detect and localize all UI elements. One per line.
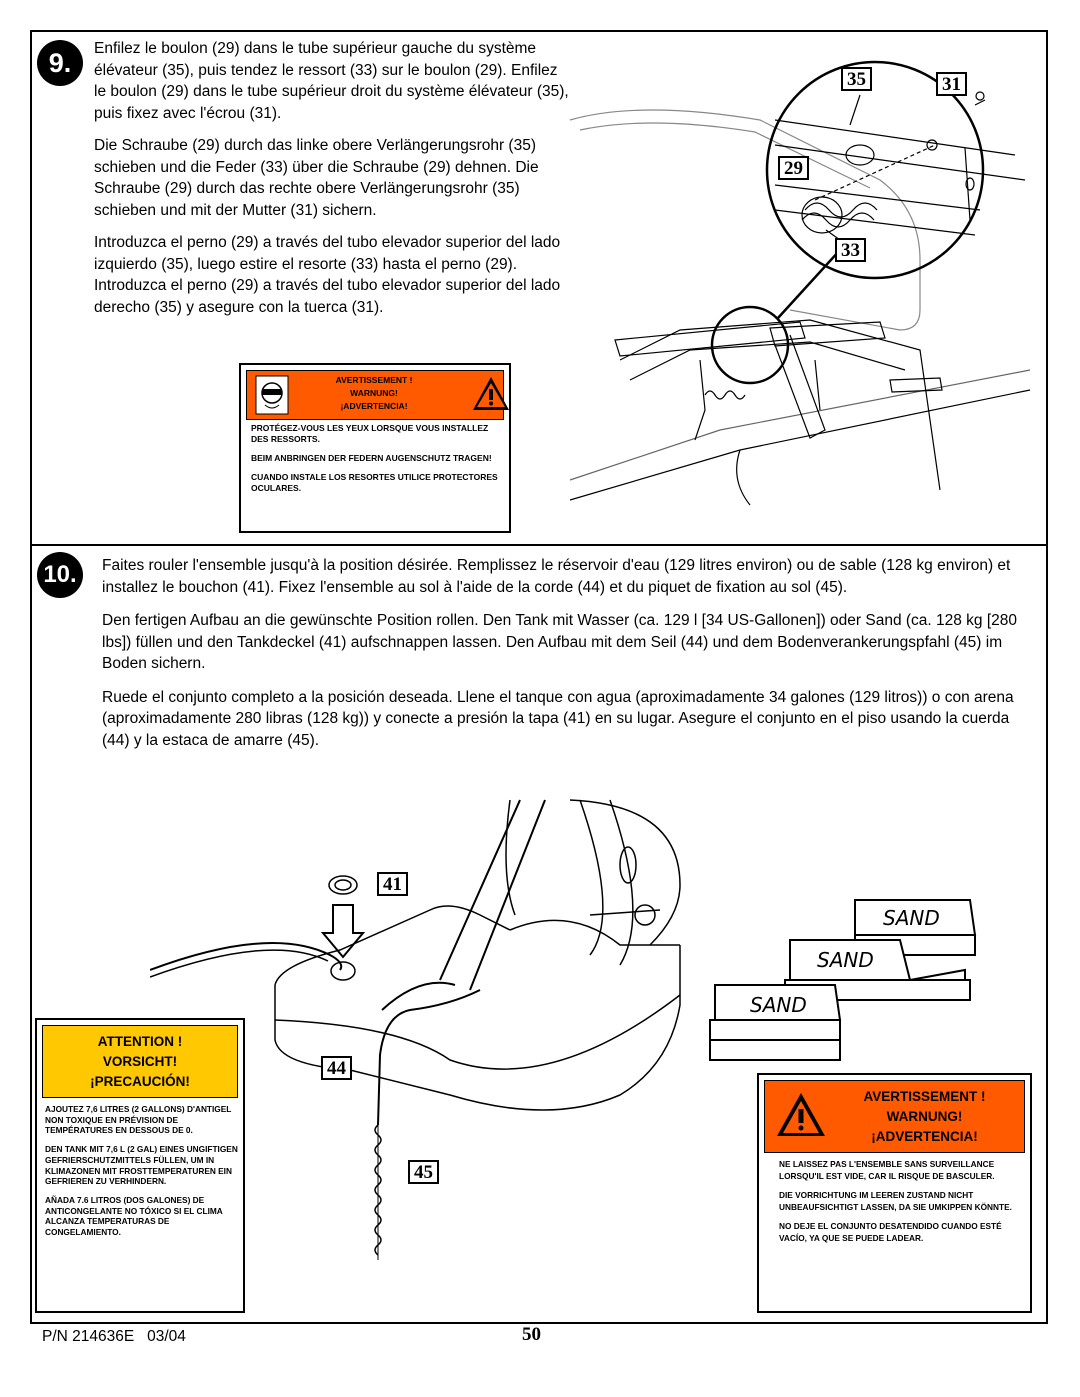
attention-body: AJOUTEZ 7,6 LITRES (2 GALLONS) D'ANTIGEL… (45, 1104, 240, 1246)
warning-text-es: NO DEJE EL CONJUNTO DESATENDIDO CUANDO E… (779, 1221, 1002, 1243)
warning-title-de: WARNUNG! (886, 1109, 963, 1124)
sand-label-2: SAND (817, 948, 874, 972)
attention-text-fr: AJOUTEZ 7,6 LITRES (2 GALLONS) D'ANTIGEL… (45, 1104, 232, 1136)
step-9-illustration (569, 60, 1031, 506)
step-10-text-fr: Faites rouler l'ensemble jusqu'à la posi… (102, 557, 1011, 596)
attention-title-es: ¡PRECAUCIÓN! (90, 1074, 190, 1089)
warning-text-es: CUANDO INSTALE LOS RESORTES UTILICE PROT… (251, 472, 498, 493)
warning-title-es: ¡ADVERTENCIA! (871, 1129, 978, 1144)
callout-44: 44 (321, 1056, 352, 1080)
callout-33: 33 (835, 238, 866, 262)
step-10-number: 10. (37, 552, 83, 598)
step-10-warning-label: AVERTISSEMENT ! WARNUNG! ¡ADVERTENCIA! N… (757, 1073, 1032, 1313)
warning-triangle-icon (777, 1093, 825, 1136)
attention-text-es: AÑADA 7.6 LITROS (DOS GALONES) DE ANTICO… (45, 1194, 223, 1238)
step-10-text-es: Ruede el conjunto completo a la posición… (102, 688, 1014, 749)
step-10-warning-header: AVERTISSEMENT ! WARNUNG! ¡ADVERTENCIA! (764, 1080, 1025, 1153)
sand-bags-illustration: SAND SAND SAND (709, 899, 977, 1061)
step-9-warning-label: AVERTISSEMENT ! WARNUNG! ¡ADVERTENCIA! P… (239, 363, 511, 533)
step-9-warning-header: AVERTISSEMENT ! WARNUNG! ¡ADVERTENCIA! (246, 370, 509, 420)
sand-label-1: SAND (883, 906, 940, 930)
callout-41: 41 (377, 872, 408, 896)
callout-45: 45 (408, 1160, 439, 1184)
step-divider (30, 544, 1048, 546)
page-frame (30, 30, 1048, 1324)
attention-label: ATTENTION ! VORSICHT! ¡PRECAUCIÓN! AJOUT… (35, 1018, 245, 1313)
step-10-illustration (150, 799, 681, 1260)
step-10-text-de: Den fertigen Aufbau an die gewünschte Po… (102, 612, 1018, 672)
attention-text-de: DEN TANK MIT 7,6 L (2 GAL) EINES UNGIFTI… (45, 1144, 238, 1187)
part-number: P/N 214636E 03/04 (42, 1328, 186, 1345)
step-9-text-es: Introduzca el perno (29) a través del tu… (94, 234, 561, 316)
warning-text-fr: PROTÉGEZ-VOUS LES YEUX LORSQUE VOUS INST… (251, 423, 489, 444)
warning-title-es: ¡ADVERTENCIA! (340, 401, 408, 411)
callout-35: 35 (841, 67, 872, 91)
eye-protection-icon (255, 375, 289, 415)
warning-title-fr: AVERTISSEMENT ! (335, 375, 413, 385)
attention-title-fr: ATTENTION ! (97, 1034, 183, 1049)
attention-title-de: VORSICHT! (102, 1054, 178, 1069)
warning-title-de: WARNUNG! (350, 388, 398, 398)
attention-header: ATTENTION ! VORSICHT! ¡PRECAUCIÓN! (42, 1025, 238, 1098)
step-9-text-fr: Enfilez le boulon (29) dans le tube supé… (94, 40, 569, 122)
warning-text-de: BEIM ANBRINGEN DER FEDERN AUGENSCHUTZ TR… (251, 453, 492, 463)
step-10-instructions: Faites rouler l'ensemble jusqu'à la posi… (102, 555, 1027, 763)
step-10-warning-body: NE LAISSEZ PAS L'ENSEMBLE SANS SURVEILLA… (779, 1159, 1024, 1252)
step-9-warning-body: PROTÉGEZ-VOUS LES YEUX LORSQUE VOUS INST… (251, 423, 501, 502)
step-9-instructions: Enfilez le boulon (29) dans le tube supé… (94, 38, 569, 329)
sand-label-3: SAND (750, 993, 807, 1017)
warning-text-de: DIE VORRICHTUNG IM LEEREN ZUSTAND NICHT … (779, 1190, 1012, 1212)
step-9-number: 9. (37, 40, 83, 86)
warning-triangle-icon (473, 377, 509, 410)
warning-text-fr: NE LAISSEZ PAS L'ENSEMBLE SANS SURVEILLA… (779, 1159, 995, 1181)
step-9-text-de: Die Schraube (29) durch das linke obere … (94, 137, 539, 219)
callout-29: 29 (778, 156, 809, 180)
callout-31: 31 (936, 72, 967, 96)
warning-title-fr: AVERTISSEMENT ! (863, 1089, 986, 1104)
page-number: 50 (522, 1324, 541, 1345)
